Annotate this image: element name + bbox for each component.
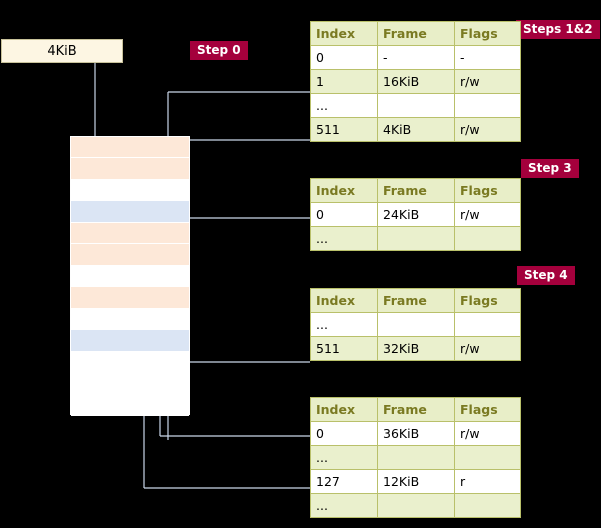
- label-step-0: Step 0: [190, 41, 248, 60]
- memory-frame-row: [71, 222, 189, 245]
- table-header-frame: Frame: [377, 21, 455, 46]
- table-header-frame: Frame: [377, 397, 455, 422]
- table-cell-frame: [377, 493, 455, 518]
- table-cell-frame: 36KiB: [377, 421, 455, 446]
- table-header-frame: Frame: [377, 288, 455, 313]
- table-cell-index: 127: [310, 469, 378, 494]
- memory-frame-row: [71, 330, 189, 352]
- table-header-index: Index: [310, 288, 378, 313]
- memory-frame-row: [71, 372, 189, 395]
- table-header-flags: Flags: [454, 21, 521, 46]
- table-cell-index: 1: [310, 69, 378, 94]
- table-header-flags: Flags: [454, 178, 521, 203]
- table-cell-frame: [377, 445, 455, 470]
- table-cell-flags: r: [454, 469, 521, 494]
- table-cell-frame: [377, 226, 455, 251]
- table-cell-flags: [454, 93, 521, 118]
- memory-frames-column: [70, 136, 190, 416]
- table-row: ...: [310, 445, 521, 470]
- table-cell-frame: [377, 312, 455, 337]
- table-cell-flags: r/w: [454, 336, 521, 361]
- table-cell-index: ...: [310, 93, 378, 118]
- table-row: ...: [310, 226, 521, 251]
- table-cell-index: 511: [310, 117, 378, 142]
- table-cell-flags: r/w: [454, 421, 521, 446]
- table-cell-frame: 12KiB: [377, 469, 455, 494]
- table-row: ...: [310, 493, 521, 518]
- table-cell-frame: 32KiB: [377, 336, 455, 361]
- memory-frame-row: [71, 265, 189, 288]
- table-row: 0--: [310, 45, 521, 70]
- table-cell-flags: [454, 226, 521, 251]
- table-header-index: Index: [310, 21, 378, 46]
- table-header-flags: Flags: [454, 288, 521, 313]
- table-header-index: Index: [310, 178, 378, 203]
- memory-frame-row: [71, 287, 189, 309]
- memory-frame-row: [71, 137, 189, 159]
- memory-frame-row: [71, 394, 189, 416]
- memory-frame-row: [71, 158, 189, 180]
- table-cell-flags: [454, 493, 521, 518]
- memory-frame-row: [71, 351, 189, 373]
- memory-frame-row: [71, 308, 189, 331]
- label-steps-1-2: Steps 1&2: [516, 20, 600, 39]
- label-step-3: Step 3: [521, 159, 579, 178]
- table-row: ...: [310, 312, 521, 337]
- table-cell-frame: 24KiB: [377, 202, 455, 227]
- table-cell-flags: [454, 312, 521, 337]
- table-cell-index: ...: [310, 312, 378, 337]
- table-cell-frame: 16KiB: [377, 69, 455, 94]
- table-cell-index: 0: [310, 45, 378, 70]
- table-cell-index: ...: [310, 445, 378, 470]
- table-cell-flags: r/w: [454, 117, 521, 142]
- memory-frame-row: [71, 244, 189, 266]
- table-header-flags: Flags: [454, 397, 521, 422]
- table-header-frame: Frame: [377, 178, 455, 203]
- frame-4kib-box: 4KiB: [1, 39, 123, 63]
- label-step-4: Step 4: [517, 266, 575, 285]
- table-cell-flags: r/w: [454, 69, 521, 94]
- table-cell-index: ...: [310, 226, 378, 251]
- table-cell-frame: -: [377, 45, 455, 70]
- table-cell-index: 0: [310, 421, 378, 446]
- table-cell-flags: r/w: [454, 202, 521, 227]
- table-row: ...: [310, 93, 521, 118]
- table-header-index: Index: [310, 397, 378, 422]
- table-cell-flags: -: [454, 45, 521, 70]
- memory-frame-row: [71, 179, 189, 202]
- table-cell-index: ...: [310, 493, 378, 518]
- table-cell-index: 0: [310, 202, 378, 227]
- table-cell-index: 511: [310, 336, 378, 361]
- table-cell-frame: 4KiB: [377, 117, 455, 142]
- memory-frame-row: [71, 201, 189, 223]
- table-cell-flags: [454, 445, 521, 470]
- table-cell-frame: [377, 93, 455, 118]
